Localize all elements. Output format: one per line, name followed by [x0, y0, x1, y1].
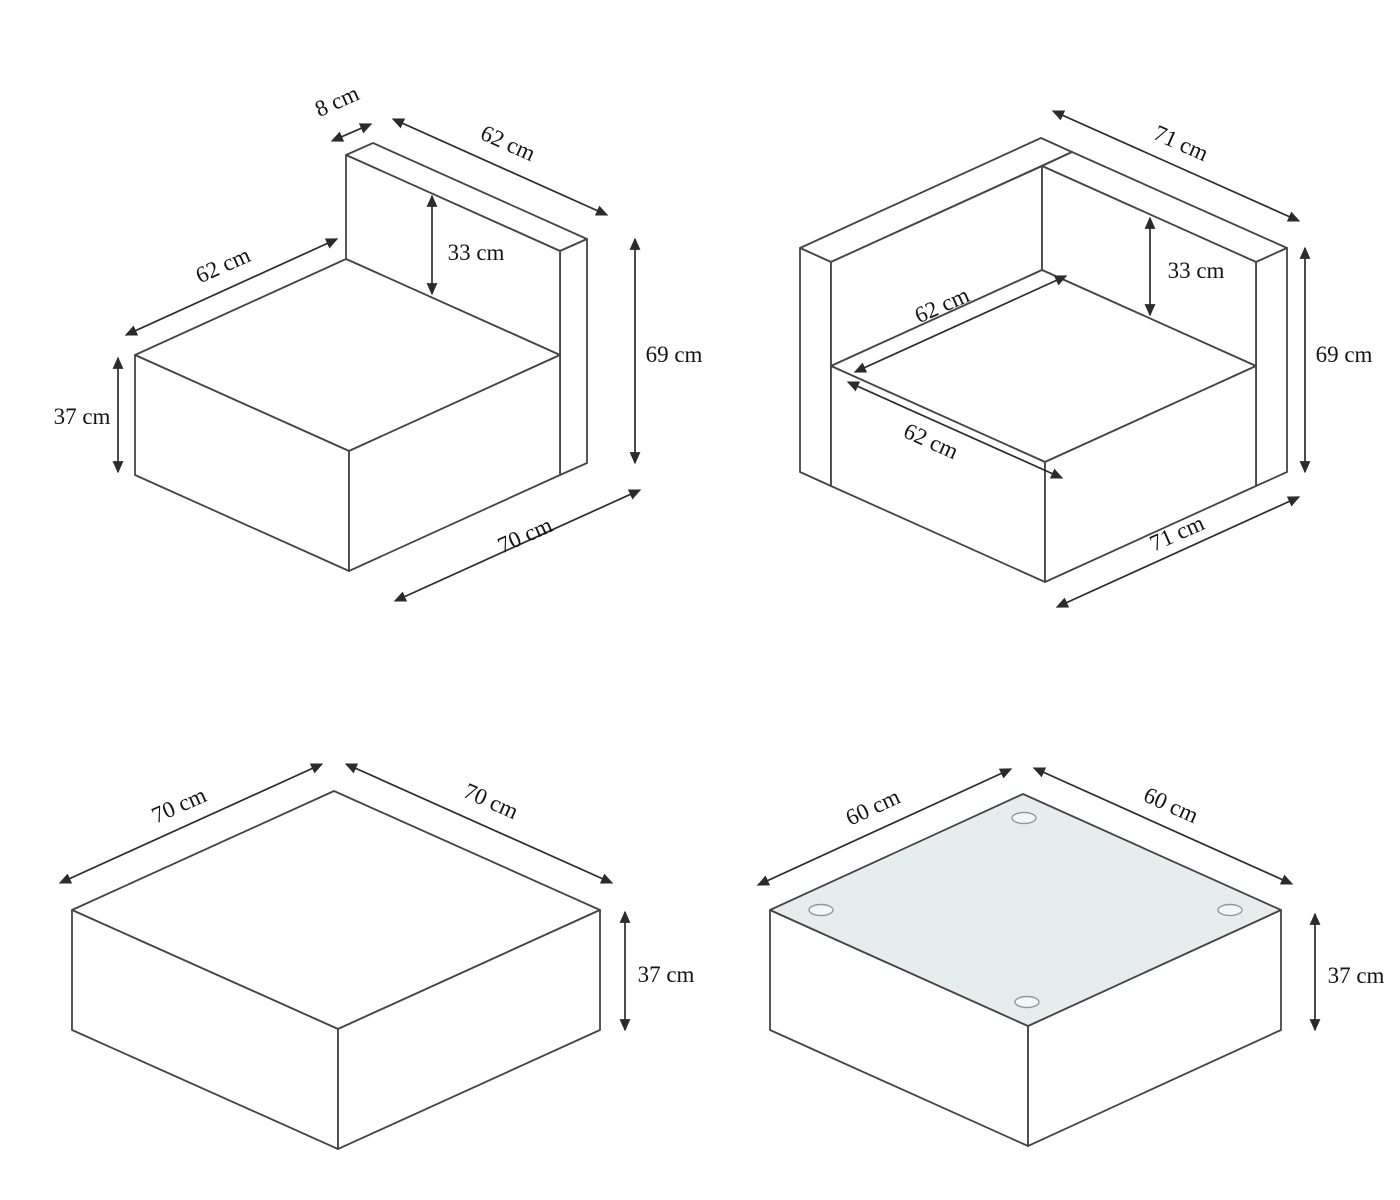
dim-arrow-seat-depth: [853, 275, 1068, 373]
dim-arrow-overall-depth: [393, 489, 642, 602]
dim-label-backrest-height: 33 cm: [1168, 258, 1225, 283]
dim-arrow-top-width: [1051, 110, 1301, 222]
dim-label-height: 37 cm: [1328, 963, 1385, 988]
dim-label-depth: 70 cm: [148, 782, 210, 828]
dim-arrow-depth: [58, 763, 324, 884]
dim-label-depth: 60 cm: [842, 784, 904, 831]
glass-mount-left-icon: [808, 903, 834, 917]
backrest-right-face: [1255, 247, 1288, 487]
dim-label-width: 70 cm: [460, 778, 522, 824]
dim-label-backrest-height: 33 cm: [448, 240, 505, 265]
glass-mount-back-icon: [1011, 811, 1037, 825]
dim-label-back-top-width: 62 cm: [477, 120, 539, 166]
dim-arrow-overall-depth: [1055, 496, 1301, 608]
dim-label-overall-height: 69 cm: [1316, 342, 1373, 367]
piece-table: 60 cm 60 cm 37 cm: [756, 767, 1385, 1147]
ottoman-right-face: [337, 909, 601, 1150]
piece-ottoman: 70 cm 70 cm 37 cm: [58, 763, 695, 1150]
piece-armless-seat-module: 8 cm 62 cm 33 cm 69 cm 62 cm 37 cm 70 cm: [54, 80, 703, 602]
backrest-right-face: [559, 238, 588, 476]
dim-label-seat-height: 37 cm: [54, 404, 111, 429]
dim-label-height: 37 cm: [638, 962, 695, 987]
glass-mount-right-icon: [1217, 903, 1243, 917]
side-panel-front-face: [799, 247, 832, 487]
glass-mount-front-icon: [1014, 995, 1040, 1009]
dim-arrow-seat-width: [846, 381, 1064, 479]
dim-arrow-back-thickness: [330, 123, 373, 142]
dim-label-width: 60 cm: [1140, 782, 1202, 828]
dim-arrow-seat-depth: [124, 238, 339, 336]
dim-label-back-thickness: 8 cm: [311, 80, 363, 121]
dim-label-overall-height: 69 cm: [646, 342, 703, 367]
piece-corner-module: 71 cm 33 cm 69 cm 62 cm 62 cm 71 cm: [799, 110, 1373, 608]
dim-label-overall-depth: 70 cm: [494, 512, 556, 558]
dim-arrow-back-top-width: [391, 118, 609, 216]
dim-arrow-width: [1032, 767, 1294, 885]
dim-arrow-width: [344, 763, 614, 884]
dim-arrow-depth: [756, 768, 1013, 886]
